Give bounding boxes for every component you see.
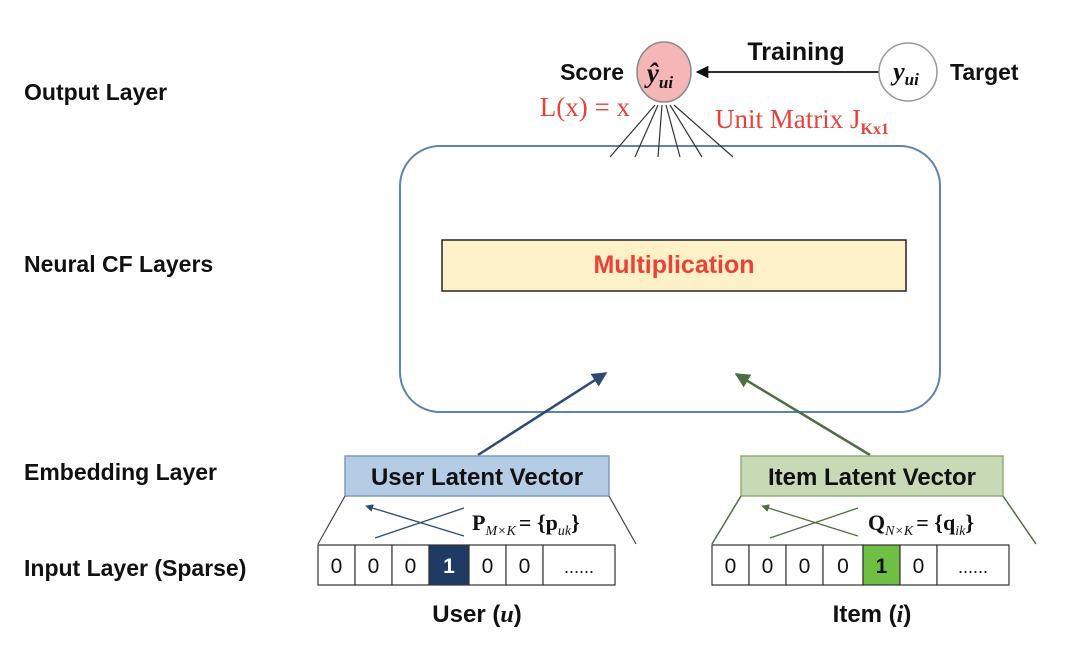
- user-input-cell: [542, 544, 616, 586]
- target-symbol: yui: [890, 57, 919, 89]
- item-input-cell: [711, 544, 750, 586]
- user-trapezoid-left: [317, 495, 346, 545]
- item-input-cell-value: 1: [876, 555, 888, 578]
- user-input-cell-value: 1: [443, 555, 455, 578]
- item-input-cell-value: 0: [837, 555, 849, 578]
- item-input-vector: 0 0 0 0 1 0......: [711, 544, 1010, 586]
- item-embedding-arrow: [734, 372, 871, 457]
- item-latent-vector-box: [740, 455, 1004, 497]
- item-input-cell: [822, 544, 864, 586]
- output-layer-label: Output Layer: [24, 79, 167, 105]
- user-input-cell-value: 0: [482, 555, 494, 578]
- user-input-cell: [468, 544, 507, 586]
- neural-cf-panel: [399, 145, 941, 413]
- user-embedding-arrow: [477, 371, 608, 457]
- item-cross-arrow-2: [761, 504, 859, 537]
- user-input-cell-value: 0: [519, 555, 531, 578]
- item-input-cell-value: 0: [725, 555, 737, 578]
- output-connections: [609, 104, 734, 158]
- target-node: [878, 42, 938, 102]
- user-input-cell-value: ......: [564, 557, 594, 577]
- item-input-cell-value: 0: [799, 555, 811, 578]
- user-cross-arrow-2: [365, 504, 465, 537]
- item-input-cell-value: 0: [913, 555, 925, 578]
- score-node: [636, 41, 692, 103]
- activation-label: L(x) = x: [540, 92, 631, 122]
- item-input-cell: [936, 544, 1010, 586]
- embedding-layer-label: Embedding Layer: [24, 459, 217, 485]
- user-input-cell: [391, 544, 430, 586]
- neural-cf-layers-label: Neural CF Layers: [24, 251, 213, 277]
- item-trapezoid-left: [711, 495, 742, 545]
- user-latent-vector-label: User Latent Vector: [371, 464, 583, 491]
- user-latent-vector-box: [344, 455, 610, 497]
- training-label: Training: [747, 38, 844, 66]
- item-matrix-formula: QN×K= {qik}: [868, 510, 974, 539]
- user-input-cell: [505, 544, 544, 586]
- item-input-cell-value: 0: [762, 555, 774, 578]
- input-layer-label: Input Layer (Sparse): [24, 555, 246, 581]
- user-matrix-formula: PM×K= {puk}: [472, 510, 580, 539]
- target-label: Target: [950, 59, 1019, 85]
- item-latent-vector-label: Item Latent Vector: [768, 464, 976, 491]
- user-input-cell-value: 0: [368, 555, 380, 578]
- user-input-cell: [317, 544, 356, 586]
- multiplication-label: Multiplication: [593, 251, 754, 279]
- item-cross-arrow-1: [769, 507, 859, 539]
- item-caption: Item (i): [833, 601, 912, 628]
- unit-matrix-label: Unit Matrix JKx1: [715, 104, 889, 138]
- user-trapezoid-right: [608, 495, 637, 545]
- item-input-cell-value: ......: [958, 557, 988, 577]
- item-input-cell: [899, 544, 938, 586]
- user-input-vector: 0 0 0 1 0 0......: [317, 544, 616, 586]
- score-symbol: ŷui: [644, 58, 673, 92]
- user-input-cell-value: 0: [331, 555, 343, 578]
- user-input-cell-value: 0: [405, 555, 417, 578]
- item-input-cell: [785, 544, 824, 586]
- multiplication-box: [441, 239, 907, 292]
- user-caption: User (u): [432, 601, 521, 628]
- item-trapezoid-right: [1002, 495, 1037, 545]
- user-input-cell-active: [428, 544, 470, 586]
- user-input-cell: [354, 544, 393, 586]
- score-label: Score: [560, 59, 624, 85]
